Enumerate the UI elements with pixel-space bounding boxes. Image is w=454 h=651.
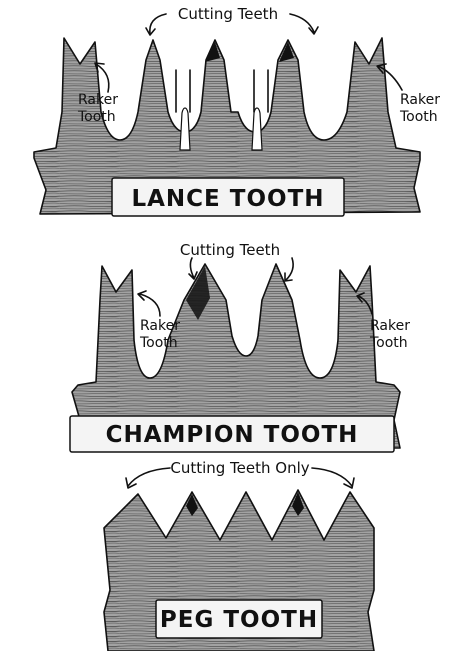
champion-raker-right-line2: Tooth (369, 335, 408, 351)
lance-cutting-label: Cutting Teeth (178, 5, 278, 23)
peg-title: PEG TOOTH (160, 607, 318, 633)
peg-cutting-arrow-left (126, 468, 170, 488)
lance-raker-left-line1: Raker (78, 92, 118, 108)
peg-cutting-label: Cutting Teeth Only (170, 459, 309, 477)
champion-cutting-arrow-right (285, 258, 293, 281)
champion-tooth-diagram: CHAMPION TOOTH Cutting Teeth Raker Tooth… (70, 241, 410, 452)
champion-cutting-label: Cutting Teeth (180, 241, 280, 259)
peg-cutting-arrow-right (312, 468, 354, 488)
lance-gap-right (252, 108, 262, 150)
champion-raker-left-line1: Raker (140, 318, 180, 334)
champion-raker-left-line2: Tooth (139, 335, 178, 351)
peg-tooth-diagram: PEG TOOTH Cutting Teeth Only (104, 459, 374, 651)
champion-title: CHAMPION TOOTH (106, 422, 359, 448)
lance-raker-right-line2: Tooth (399, 109, 438, 125)
lance-raker-left-line2: Tooth (77, 109, 116, 125)
lance-tooth-diagram: LANCE TOOTH Cutting Teeth Raker Tooth Ra… (34, 5, 440, 216)
lance-title: LANCE TOOTH (131, 186, 324, 212)
lance-cutting-arrow-left (146, 14, 166, 35)
lance-raker-right-line1: Raker (400, 92, 440, 108)
champion-raker-right-line1: Raker (370, 318, 410, 334)
champion-raker-left-arrow (138, 291, 160, 316)
lance-gap-left (180, 108, 190, 150)
champion-cutting-arrow-left (189, 258, 197, 279)
lance-cutting-arrow-right (290, 14, 318, 34)
